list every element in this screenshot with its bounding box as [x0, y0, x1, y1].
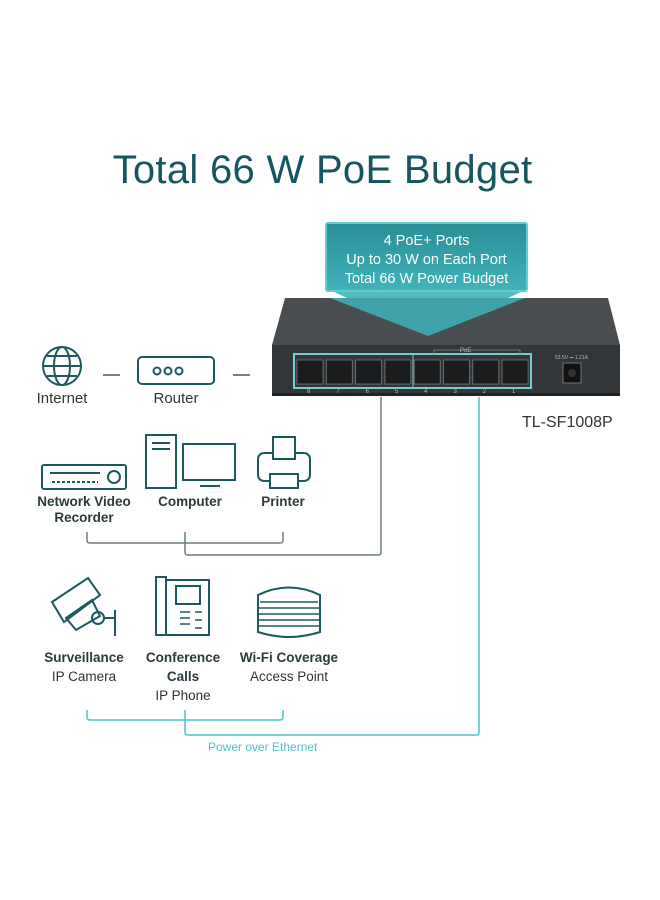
port-number: 2: [482, 389, 487, 395]
access-point-icon: [257, 586, 321, 638]
ethernet-line: [184, 397, 382, 556]
port-number: 3: [453, 389, 457, 395]
model-label: TL-SF1008P: [522, 414, 613, 431]
globe-icon: [42, 346, 82, 386]
router-label: Router: [153, 390, 199, 407]
ethernet-port-1: [501, 359, 529, 385]
phone-caption: Conference Calls IP Phone: [138, 648, 228, 705]
port-number: 1: [512, 389, 516, 395]
callout-pointer-overlay: [330, 298, 525, 336]
ethernet-port-7: [325, 359, 353, 385]
ethernet-port-6: [355, 359, 383, 385]
ethernet-port-8: [296, 359, 324, 385]
phone-title: Conference Calls: [145, 650, 221, 684]
wired-bracket: [86, 532, 284, 544]
camera-icon: [50, 576, 116, 636]
port-number: 4: [424, 389, 428, 395]
page-title: Total 66 W PoE Budget: [112, 148, 533, 192]
ap-caption: Wi-Fi Coverage Access Point: [229, 648, 349, 686]
ap-title: Wi-Fi Coverage: [239, 650, 339, 665]
port-number: 8: [306, 389, 311, 395]
computer-label: Computer: [158, 494, 222, 509]
poe-callout: 4 PoE+ Ports Up to 30 W on Each Port Tot…: [325, 222, 528, 292]
poe-label: Power over Ethernet: [208, 740, 318, 754]
phone-subtitle: IP Phone: [155, 688, 211, 703]
camera-subtitle: IP Camera: [51, 669, 117, 684]
ip-phone-icon: [155, 576, 210, 636]
callout-line-3: Total 66 W Power Budget: [344, 271, 509, 287]
camera-title: Surveillance: [44, 650, 124, 665]
camera-caption: Surveillance IP Camera: [29, 648, 139, 686]
port-group-highlight: [293, 353, 532, 389]
port-number: 5: [394, 389, 399, 395]
ethernet-port-2: [472, 359, 500, 385]
callout-line-2: Up to 30 W on Each Port: [346, 252, 507, 268]
poe-group-label: PoE: [460, 348, 472, 354]
ethernet-port-4: [413, 359, 441, 385]
ethernet-port-3: [443, 359, 470, 385]
port-number: 7: [336, 389, 340, 395]
nvr-label: Network Video Recorder: [37, 494, 131, 525]
poe-bracket: [86, 710, 284, 721]
ap-subtitle: Access Point: [249, 669, 329, 684]
port-number: 6: [365, 389, 369, 395]
computer-icon: [145, 434, 236, 489]
power-rating: 53.5V ⎓ 1.21A: [555, 355, 588, 361]
ethernet-port-5: [384, 359, 412, 385]
nvr-icon: [41, 464, 127, 490]
printer-label: Printer: [261, 494, 305, 509]
switch-device: [272, 298, 620, 396]
router-icon: [137, 356, 215, 385]
internet-label: Internet: [36, 390, 88, 407]
poe-line: [184, 397, 480, 736]
printer-icon: [257, 436, 311, 489]
callout-line-1: 4 PoE+ Ports: [383, 233, 470, 249]
